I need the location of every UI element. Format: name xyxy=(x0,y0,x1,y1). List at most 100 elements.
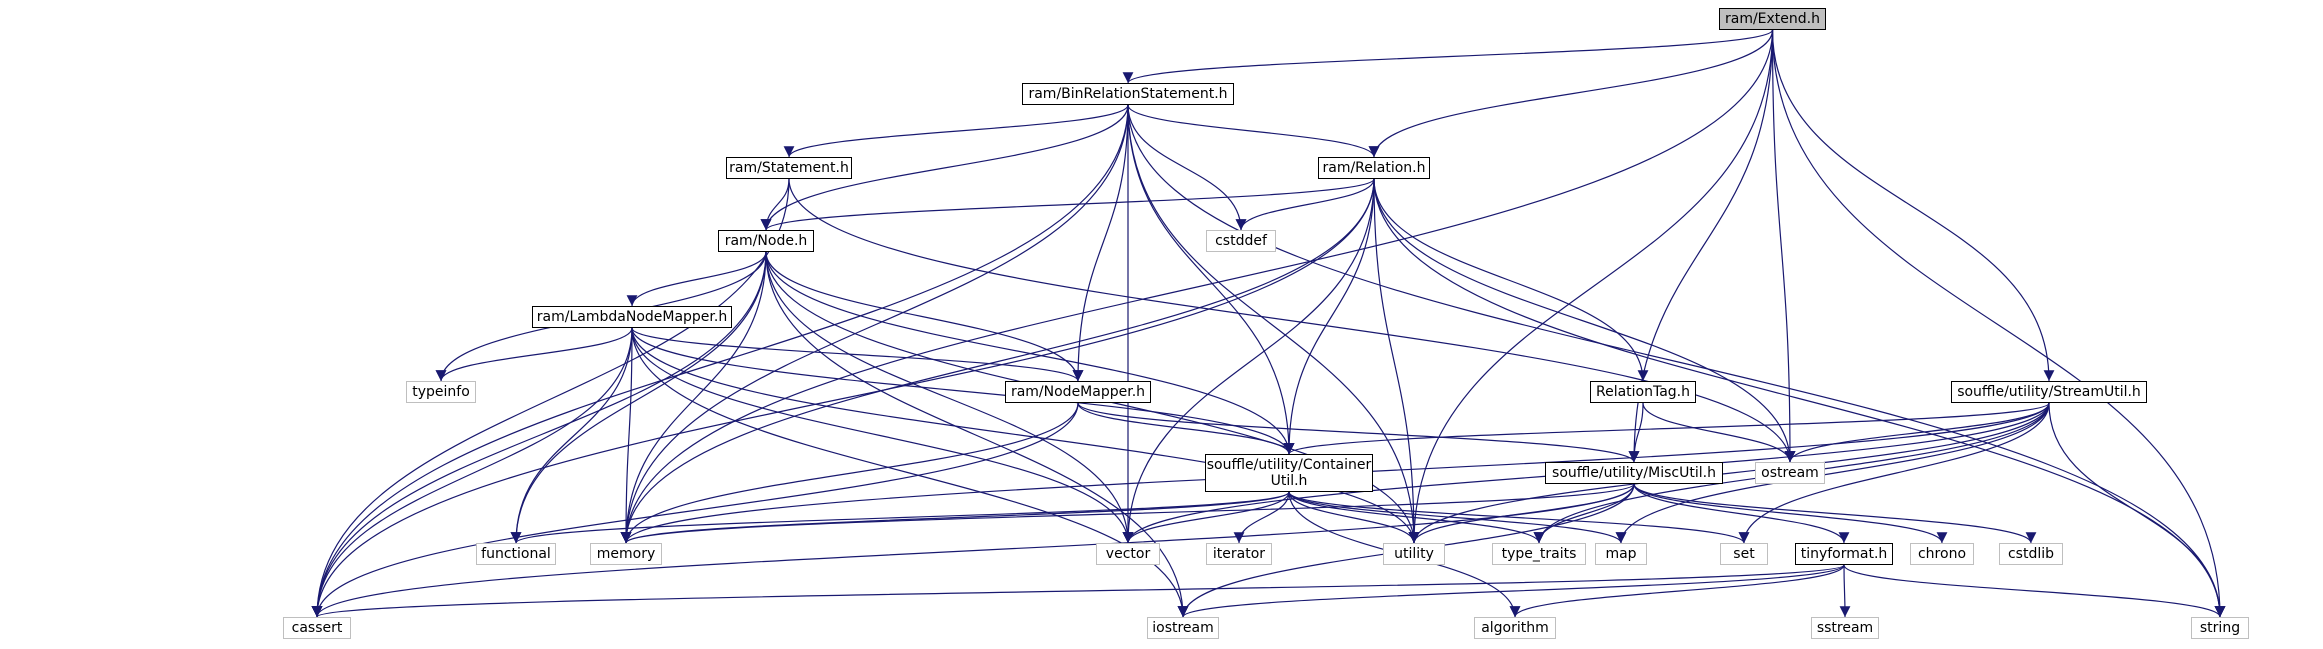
edge-relation-to-cassert xyxy=(311,178,1375,618)
node-ram-extend-h[interactable]: ram/Extend.h xyxy=(1719,8,1826,30)
edge-nodemapper-to-miscutil xyxy=(1077,402,1640,463)
edge-node-to-vector xyxy=(765,251,1134,544)
edge-container-to-type_traits xyxy=(1288,491,1545,544)
edge-container-to-utility xyxy=(1288,491,1420,544)
edge-streamutil-to-ostream xyxy=(1784,402,2050,463)
edge-container-to-memory xyxy=(620,491,1290,544)
edge-miscutil-to-memory xyxy=(620,483,1635,544)
node-souffle-utility-miscutil-h[interactable]: souffle/utility/MiscUtil.h xyxy=(1545,462,1723,484)
edge-statement-to-cassert xyxy=(311,178,790,618)
edge-binrel-to-utility xyxy=(1127,104,1420,544)
edge-binrel-to-cassert xyxy=(311,104,1129,618)
edge-reltag-to-ostream xyxy=(1642,402,1796,463)
edge-extend-to-ostream xyxy=(1771,29,1796,463)
edge-extend-to-relation xyxy=(1368,29,1774,158)
edge-streamutil-to-set xyxy=(1738,402,2050,544)
node-vector: vector xyxy=(1096,543,1160,565)
edge-relation-to-container xyxy=(1283,178,1375,455)
node-algorithm: algorithm xyxy=(1474,617,1556,639)
edge-node-to-functional xyxy=(510,251,767,544)
edge-lambda-to-typeinfo xyxy=(435,327,633,382)
node-cstdlib: cstdlib xyxy=(1999,543,2063,565)
edge-nodemapper-to-memory xyxy=(620,402,1079,544)
node-iostream: iostream xyxy=(1147,617,1219,639)
edge-relation-to-reltag xyxy=(1373,178,1649,382)
edge-miscutil-to-cassert xyxy=(311,483,1635,618)
node-ram-relation-h[interactable]: ram/Relation.h xyxy=(1318,157,1430,179)
edge-binrel-to-cstddef xyxy=(1127,104,1247,231)
node-iterator: iterator xyxy=(1206,543,1272,565)
edge-nodemapper-to-cassert xyxy=(311,402,1079,618)
node-relationtag-h[interactable]: RelationTag.h xyxy=(1590,381,1696,403)
node-ram-binrelationstatement-h[interactable]: ram/BinRelationStatement.h xyxy=(1022,83,1234,105)
edge-container-to-vector xyxy=(1122,491,1290,544)
edge-binrel-to-string xyxy=(1127,104,2226,618)
edge-relation-to-vector xyxy=(1122,178,1375,544)
edge-lambda-to-container xyxy=(631,327,1295,455)
edge-tinyformat-to-cassert xyxy=(312,564,1845,618)
node-set: set xyxy=(1720,543,1768,565)
edge-streamutil-to-string xyxy=(2048,402,2226,618)
edge-binrel-to-memory xyxy=(620,104,1129,544)
node-utility: utility xyxy=(1383,543,1445,565)
edge-miscutil-to-chrono xyxy=(1633,483,1948,544)
edge-container-to-set xyxy=(1288,491,1750,544)
edge-binrel-to-nodemapper xyxy=(1072,104,1129,382)
node-type-traits: type_traits xyxy=(1492,543,1586,565)
node-souffle-utility-containerutil-h[interactable]: souffle/utility/Container Util.h xyxy=(1205,454,1373,492)
edge-tinyformat-to-algorithm xyxy=(1509,564,1845,618)
edge-extend-to-memory xyxy=(620,29,1774,544)
edge-miscutil-to-cstdlib xyxy=(1633,483,2037,544)
edge-relation-to-utility xyxy=(1373,178,1420,544)
edge-lambda-to-iostream xyxy=(631,327,1189,618)
edge-miscutil-to-type_traits xyxy=(1533,483,1635,544)
edge-tinyformat-to-string xyxy=(1843,564,2226,618)
node-memory: memory xyxy=(590,543,662,565)
edge-lambda-to-vector xyxy=(631,327,1134,544)
node-map: map xyxy=(1595,543,1647,565)
node-souffle-utility-streamutil-h[interactable]: souffle/utility/StreamUtil.h xyxy=(1951,381,2147,403)
edge-lambda-to-cassert xyxy=(311,327,633,618)
edge-extend-to-utility xyxy=(1408,29,1774,544)
edge-node-to-container xyxy=(765,251,1295,455)
node-tinyformat-h[interactable]: tinyformat.h xyxy=(1795,543,1893,565)
edge-container-to-functional xyxy=(510,491,1290,544)
edge-lambda-to-utility xyxy=(631,327,1420,544)
edge-tinyformat-to-sstream xyxy=(1839,564,1851,618)
node-chrono: chrono xyxy=(1910,543,1974,565)
edge-container-to-iterator xyxy=(1233,491,1290,544)
node-string: string xyxy=(2191,617,2249,639)
node-ostream: ostream xyxy=(1755,462,1825,484)
edge-binrel-to-container xyxy=(1127,104,1295,455)
edge-tinyformat-to-iostream xyxy=(1177,564,1845,618)
edge-miscutil-to-tinyformat xyxy=(1633,483,1850,544)
edge-extend-to-string xyxy=(1771,29,2226,618)
edge-node-to-nodemapper xyxy=(765,251,1084,382)
edge-lambda-to-memory xyxy=(620,327,633,544)
edge-relation-to-cstddef xyxy=(1235,178,1375,231)
edge-lambda-to-nodemapper xyxy=(631,327,1084,382)
edge-streamutil-to-map xyxy=(1615,402,2050,544)
node-functional: functional xyxy=(476,543,556,565)
edge-container-to-map xyxy=(1288,491,1627,544)
edge-relation-to-ostream xyxy=(1373,178,1796,463)
edge-binrel-to-relation xyxy=(1127,104,1380,158)
node-ram-lambdanodemapper-h[interactable]: ram/LambdaNodeMapper.h xyxy=(532,306,732,328)
edge-streamutil-to-container xyxy=(1283,402,2050,455)
node-cassert: cassert xyxy=(283,617,351,639)
edge-reltag-to-miscutil xyxy=(1628,402,1644,463)
edge-node-to-memory xyxy=(620,251,767,544)
node-ram-statement-h[interactable]: ram/Statement.h xyxy=(726,157,852,179)
node-sstream: sstream xyxy=(1811,617,1879,639)
edge-extend-to-binrel xyxy=(1122,29,1774,84)
edge-extend-to-streamutil xyxy=(1771,29,2055,382)
edge-node-to-cassert xyxy=(311,251,767,618)
edge-relation-to-memory xyxy=(620,178,1375,544)
node-cstddef: cstddef xyxy=(1206,230,1276,252)
node-typeinfo: typeinfo xyxy=(406,381,476,403)
node-ram-nodemapper-h[interactable]: ram/NodeMapper.h xyxy=(1005,381,1151,403)
node-ram-node-h[interactable]: ram/Node.h xyxy=(718,230,814,252)
edge-nodemapper-to-container xyxy=(1077,402,1295,455)
edge-node-to-lambda xyxy=(626,251,767,307)
